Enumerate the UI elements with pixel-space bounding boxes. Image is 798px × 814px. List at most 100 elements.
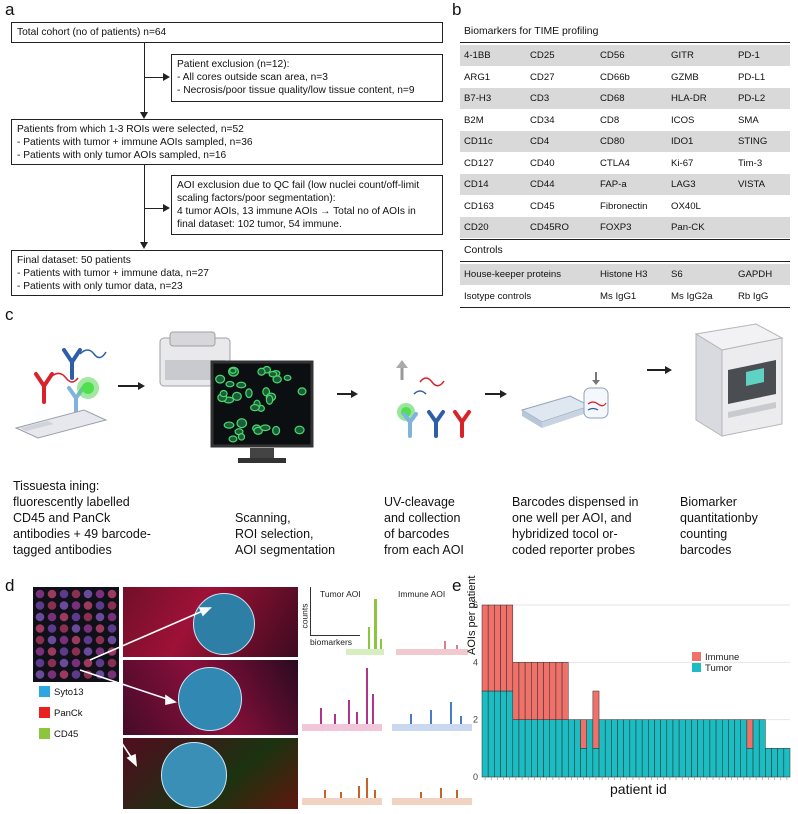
cell-glyph bbox=[219, 389, 228, 398]
biomarker-cell: CD45RO bbox=[530, 222, 569, 233]
bar-tumor bbox=[555, 719, 563, 778]
flow-connector bbox=[144, 208, 164, 209]
exclusion-item: - Necrosis/poor tissue quality/low tissu… bbox=[177, 85, 415, 96]
bar-immune bbox=[580, 719, 587, 749]
bar-tumor bbox=[641, 719, 649, 778]
bar-tumor bbox=[721, 719, 729, 778]
bar-tumor bbox=[543, 719, 551, 778]
exclusion-title: Patient exclusion (n=12): bbox=[177, 59, 290, 70]
final-item: - Patients with only tumor data, n=23 bbox=[17, 281, 183, 292]
control-cell: S6 bbox=[671, 269, 683, 280]
bar-tumor bbox=[481, 690, 489, 778]
biomarker-cell: B7-H3 bbox=[464, 93, 492, 104]
biomarker-cell: CD4 bbox=[530, 136, 550, 147]
cell-glyph bbox=[272, 425, 281, 436]
workflow-step-4-caption: Barcodes dispensed in one well per AOI, … bbox=[512, 495, 639, 557]
flow-arrow bbox=[140, 242, 148, 249]
spectrum-peak bbox=[430, 710, 432, 724]
flow-arrow bbox=[140, 112, 148, 119]
biomarker-cell: CD56 bbox=[600, 50, 625, 61]
biomarker-cell: CD40 bbox=[530, 157, 555, 169]
immune-aoi-plot-1: Immune AOI bbox=[392, 587, 472, 657]
bar-tumor bbox=[623, 719, 631, 778]
spectrum-bars bbox=[346, 599, 384, 655]
spectrum-peak bbox=[420, 792, 422, 798]
spectrum-peak bbox=[366, 778, 368, 798]
panel-label-b: b bbox=[452, 0, 462, 19]
bar-tumor bbox=[574, 719, 581, 778]
y-tick-label: 6 bbox=[473, 600, 478, 610]
bar-immune bbox=[524, 662, 532, 720]
bar-immune bbox=[518, 662, 526, 720]
bar-tumor bbox=[494, 690, 501, 778]
tma-core bbox=[95, 589, 105, 599]
biomarker-cell: CD127 bbox=[464, 157, 494, 169]
cell-glyph bbox=[249, 403, 260, 412]
tma-core bbox=[83, 601, 93, 610]
total-cohort-text: Total cohort (no of patients) n=64 bbox=[17, 27, 167, 38]
y-tick-label: 0 bbox=[473, 772, 478, 782]
biomarkers-axis-label: biomarkers bbox=[310, 637, 353, 647]
biomarker-cell: CD66b bbox=[600, 71, 630, 83]
cell-glyph bbox=[237, 433, 246, 441]
bar-immune bbox=[500, 604, 507, 692]
control-cell: Histone H3 bbox=[600, 269, 648, 280]
tma-core bbox=[95, 658, 105, 668]
final-dataset-box: Final dataset: 50 patients - Patients wi… bbox=[11, 250, 443, 296]
aoi-exclusion-line: final dataset: 102 tumor, 54 immune. bbox=[177, 219, 342, 230]
spectrum-peak bbox=[324, 790, 326, 798]
biomarker-cell: VISTA bbox=[738, 179, 766, 190]
control-cell: House-keeper proteins bbox=[464, 269, 562, 280]
immune-aoi-label: Immune AOI bbox=[398, 589, 446, 599]
aoi-exclusion-line: AOI exclusion due to QC fail (low nuclei… bbox=[177, 180, 420, 191]
tma-core bbox=[95, 647, 105, 656]
tma-core bbox=[35, 612, 45, 622]
panel-label-e: e bbox=[452, 576, 462, 595]
cell-glyph bbox=[229, 367, 237, 374]
tma-core bbox=[59, 670, 69, 679]
panel-label-a: a bbox=[5, 0, 15, 19]
biomarker-cell: FOXP3 bbox=[600, 222, 632, 233]
workflow-arrow bbox=[500, 390, 507, 398]
bar-immune bbox=[512, 662, 520, 720]
tma-core bbox=[59, 647, 69, 656]
workflow-arrow-shaft bbox=[118, 385, 140, 387]
bar-tumor bbox=[598, 719, 606, 778]
cell-glyph bbox=[236, 418, 248, 429]
bar-tumor bbox=[715, 719, 723, 778]
bar-tumor bbox=[611, 719, 618, 778]
scanner-monitor-illustration bbox=[159, 331, 314, 463]
biomarker-cell: PD-L2 bbox=[738, 93, 766, 104]
control-cell: Ms IgG1 bbox=[600, 290, 637, 302]
control-cell: Isotype controls bbox=[464, 290, 532, 302]
flow-connector bbox=[144, 77, 164, 78]
roi-image-3 bbox=[123, 738, 298, 809]
counts-axis bbox=[310, 587, 311, 635]
biomarker-cell: 4-1BB bbox=[464, 50, 491, 61]
bar-tumor bbox=[728, 719, 735, 778]
cell-glyph bbox=[294, 425, 305, 435]
legend-swatch bbox=[39, 707, 50, 718]
legend-swatch bbox=[39, 728, 50, 739]
bar-immune bbox=[592, 690, 600, 749]
workflow-arrow bbox=[138, 382, 145, 390]
bar-tumor bbox=[531, 719, 538, 778]
tma-overview-image bbox=[33, 587, 119, 682]
legend-cd45: CD45 bbox=[39, 728, 78, 740]
tma-core bbox=[107, 635, 117, 645]
biomarker-table-title: Biomarkers for TIME profiling bbox=[464, 26, 599, 37]
spectrum-peak bbox=[320, 708, 322, 724]
controls-title: Controls bbox=[464, 245, 503, 256]
tma-core bbox=[83, 635, 93, 645]
tma-core bbox=[35, 601, 45, 610]
spectrum-peak bbox=[340, 792, 342, 798]
roi-pointer-arrows bbox=[79, 607, 212, 767]
bar-tumor bbox=[629, 719, 637, 778]
